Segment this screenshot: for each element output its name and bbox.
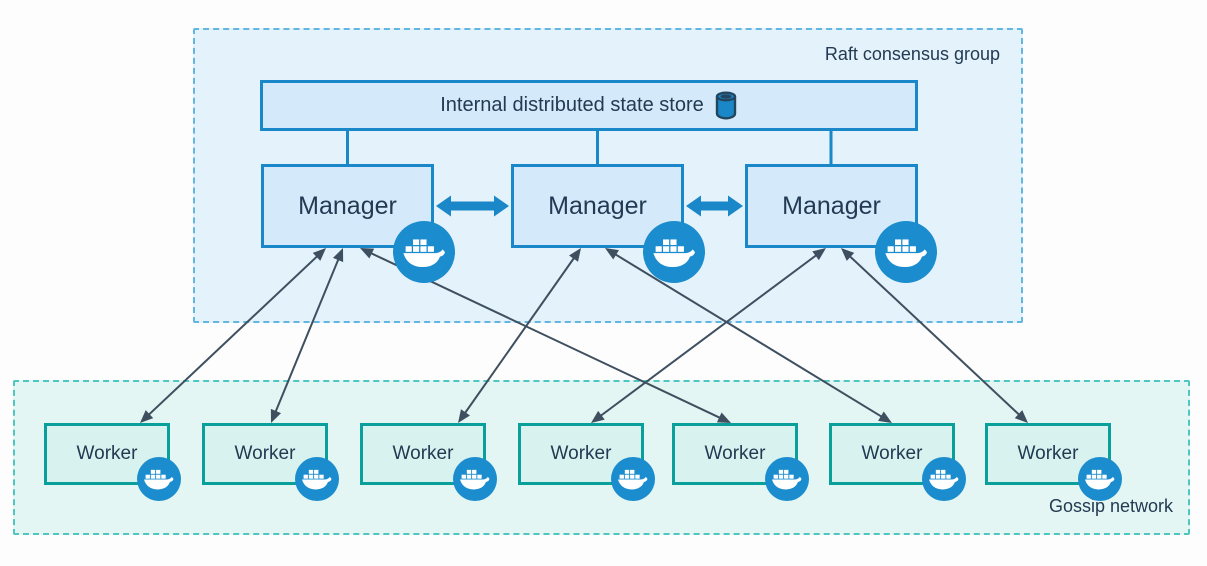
state-store-label: Internal distributed state store xyxy=(440,94,704,116)
docker-whale-icon xyxy=(137,457,181,501)
worker-label: Worker xyxy=(704,443,766,464)
gossip-group-label: Gossip network xyxy=(1048,496,1173,516)
worker-label: Worker xyxy=(1017,443,1079,464)
manager-box-3: Manager xyxy=(745,164,918,248)
worker-label: Worker xyxy=(76,443,138,464)
docker-whale-icon xyxy=(922,457,966,501)
manager-label: Manager xyxy=(782,191,881,220)
worker-label: Worker xyxy=(392,443,454,464)
manager-label: Manager xyxy=(298,191,397,220)
docker-whale-icon xyxy=(453,457,497,501)
worker-box-3: Worker xyxy=(360,423,486,485)
manager-box-1: Manager xyxy=(261,164,434,248)
docker-whale-icon xyxy=(643,221,705,283)
docker-whale-icon xyxy=(393,221,455,283)
worker-label: Worker xyxy=(234,443,296,464)
worker-label: Worker xyxy=(861,443,923,464)
worker-label: Worker xyxy=(550,443,612,464)
docker-whale-icon xyxy=(875,221,937,283)
docker-whale-icon xyxy=(611,457,655,501)
docker-whale-icon xyxy=(1078,457,1122,501)
state-store-box: Internal distributed state store xyxy=(260,80,918,131)
docker-whale-icon xyxy=(765,457,809,501)
manager-label: Manager xyxy=(548,191,647,220)
worker-box-2: Worker xyxy=(202,423,328,485)
raft-group-label: Raft consensus group xyxy=(824,44,1000,64)
docker-whale-icon xyxy=(295,457,339,501)
database-cylinder-icon xyxy=(715,91,736,120)
